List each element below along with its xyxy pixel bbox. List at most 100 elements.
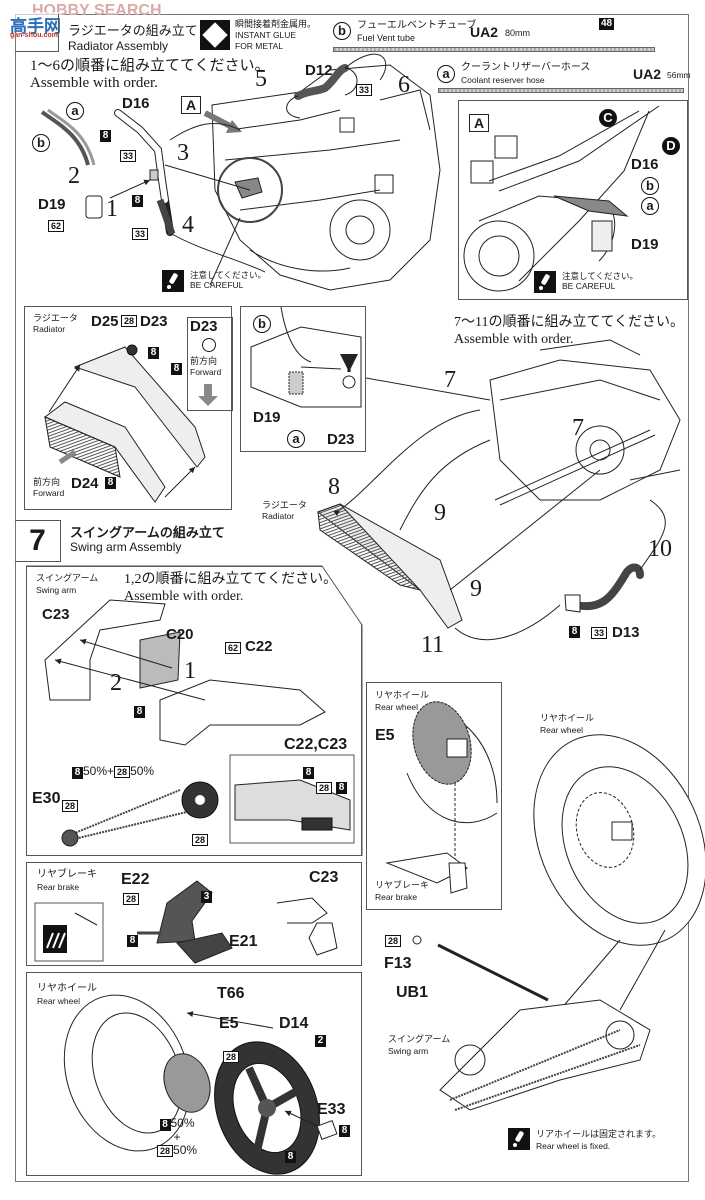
rear-wheel-title-right: リヤホイール Rear wheel — [540, 712, 594, 736]
glue-note-en-2: FOR METAL — [235, 41, 284, 51]
forward-note: 前方向 Forward — [33, 477, 64, 499]
glue-note-jp: 瞬間接着剤金属用。 — [235, 19, 317, 29]
hose-a-name-en: Coolant reserver hose — [461, 75, 545, 85]
view-marker-a: A — [181, 96, 202, 114]
part-label-c23: C23 — [42, 606, 70, 623]
rw-inset-title: リヤホイール Rear wheel — [375, 689, 429, 713]
d23-orientation-callout: D23 前方向 Forward — [187, 317, 233, 411]
detail-a-label: A — [469, 114, 490, 132]
rear-wheel-title-en: Rear wheel — [37, 996, 80, 1006]
caution-icon — [162, 270, 184, 292]
swingarm-caption: スイングアーム Swing arm — [388, 1033, 450, 1057]
part-label-d23: D23 — [327, 431, 355, 448]
plus-sign: + — [107, 764, 115, 778]
paint-8: 8 — [72, 767, 83, 779]
c22-c23-inset-title: C22,C23 — [284, 736, 348, 753]
glue-note: 瞬間接着剤金属用。 INSTANT GLUE FOR METAL — [235, 19, 316, 52]
paint-ratio: 50% — [83, 764, 108, 778]
paint-3: 3 — [201, 891, 212, 903]
rear-brake-en: Rear brake — [375, 892, 418, 902]
swingarm-caption-en: Swing arm — [388, 1046, 429, 1056]
paint-8: 8 — [171, 363, 182, 375]
step6-order2-jp: 7〜11の順番に組み立ててください。 — [454, 315, 685, 330]
tube-b-marker: b — [32, 134, 50, 152]
tube-b-marker: b — [641, 177, 659, 195]
step6-number-box — [15, 14, 59, 52]
step7-number: 7 — [29, 524, 46, 557]
rear-brake-title-jp: リヤブレーキ — [37, 869, 97, 880]
part-label-d23: D23 — [140, 313, 168, 330]
paint-33: 33 — [120, 150, 137, 162]
watermark-url: gan-shou.com — [10, 32, 58, 39]
part-label-d19: D19 — [631, 236, 659, 253]
swingarm-caption-jp: スイングアーム — [388, 1034, 451, 1044]
paint-8: 8 — [127, 935, 138, 947]
order-number: 9 — [434, 500, 446, 526]
swingarm-panel-border — [0, 0, 705, 900]
paint-8: 8 — [105, 477, 116, 489]
rear-brake-title: リヤブレーキ Rear brake — [37, 869, 97, 893]
rear-wheel-title: リヤホイール Rear wheel — [37, 983, 97, 1007]
forward-en: Forward — [190, 367, 222, 377]
hose-b-length: 80mm — [505, 28, 531, 38]
paint-8: 8 — [569, 626, 580, 638]
plus-sign: + — [173, 1130, 181, 1144]
paint-8: 8 — [148, 347, 159, 359]
part-label-d12: D12 — [305, 62, 333, 79]
radiator-title-jp: ラジエータ — [33, 313, 78, 323]
forward-en: Forward — [33, 488, 65, 498]
radiator-install-drawing — [0, 0, 705, 700]
paint-33: 33 — [132, 228, 149, 240]
step6-title: ラジエータの組み立て Radiator Assembly — [68, 20, 198, 53]
part-label-c20: C20 — [166, 626, 194, 643]
part-label-d24: D24 — [71, 475, 99, 492]
hose-a-length: 56mm — [667, 70, 691, 80]
paint-28: 28 — [114, 766, 131, 778]
rw-inset-title-en: Rear wheel — [375, 702, 418, 712]
caution-icon — [534, 271, 556, 293]
part-label-c22: C22 — [245, 638, 273, 655]
order-number: 7 — [572, 415, 584, 441]
caution-en: BE CAREFUL — [562, 281, 616, 291]
order-number: 1 — [184, 658, 196, 684]
order-number: 5 — [255, 66, 267, 92]
paint-2: 2 — [315, 1035, 326, 1047]
hose-a-tube — [438, 88, 684, 93]
part-label-c23: C23 — [309, 869, 339, 886]
tube-a-marker: a — [287, 430, 305, 448]
watermark-site: HOBBY SEARCH — [32, 2, 162, 19]
paint-8: 8 — [159, 1119, 171, 1131]
part-label-d16: D16 — [631, 156, 659, 173]
part-label-e22: E22 — [121, 871, 150, 888]
caution-en: BE CAREFUL — [190, 280, 244, 290]
paint-28: 28 — [157, 1145, 174, 1157]
step7-title-jp: スイングアームの組み立て — [70, 525, 225, 540]
order-number: 6 — [398, 72, 410, 98]
paint-28: 28 — [121, 315, 138, 327]
part-label-ub1: UB1 — [396, 984, 429, 1001]
swingarm-title-en: Swing arm — [36, 585, 77, 595]
paint-ratio: 50% — [130, 764, 155, 778]
hose-a-name-jp: クーラントリザーバーホース — [461, 62, 591, 73]
reservoir-drawing — [241, 307, 367, 453]
order-number: 10 — [648, 536, 672, 562]
hose-b-name-en: Fuel Vent tube — [357, 33, 416, 43]
forward-jp: 前方向 — [33, 477, 61, 487]
caution-jp: 注意してください。 — [562, 271, 638, 281]
paint-28: 28 — [223, 1051, 240, 1063]
order-number: 1 — [106, 196, 118, 222]
swingarm-order: 1,2の順番に組み立ててください。 Assemble with order. — [124, 571, 337, 605]
order-number: 8 — [328, 474, 340, 500]
radiator-label-jp: ラジエータ — [262, 500, 307, 510]
rear-wheel-brake-inset: リヤホイール Rear wheel E5 リヤブレーキ Rear brake — [366, 682, 502, 910]
paint-8: 8 — [285, 1151, 296, 1163]
paint-62: 62 — [48, 220, 65, 232]
paint-28: 28 — [385, 935, 402, 947]
order-number: 3 — [177, 140, 189, 166]
swingarm-title-jp: スイングアーム — [36, 573, 99, 583]
detail-a-drawing — [459, 101, 689, 301]
glue-icon — [200, 20, 230, 50]
hose-a-part: UA2 — [633, 66, 662, 82]
step7-number-box: 7 — [15, 520, 61, 562]
swingarm-order-en: Assemble with order. — [124, 589, 244, 604]
